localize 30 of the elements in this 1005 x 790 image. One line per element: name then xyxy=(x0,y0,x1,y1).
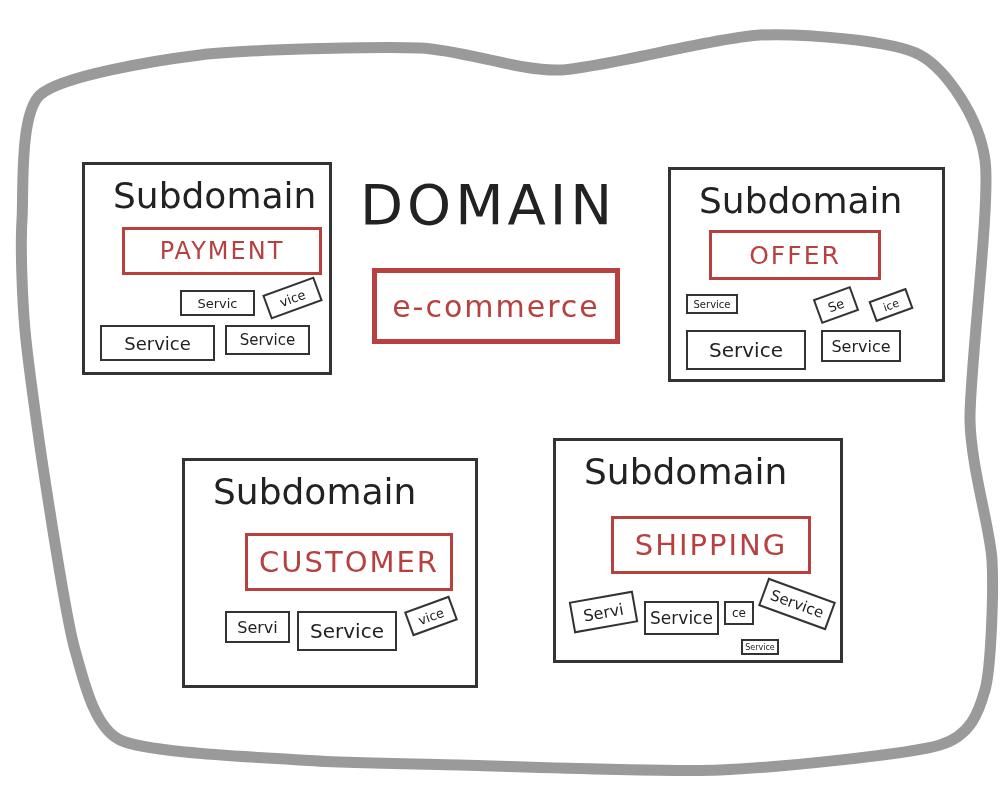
domain-name-label: e-commerce xyxy=(372,268,620,344)
service-card: Servi xyxy=(568,590,639,634)
subdomain-heading: Subdomain xyxy=(584,451,788,492)
service-card: Service xyxy=(741,639,779,655)
subdomain-panel xyxy=(668,167,945,382)
service-card: Service xyxy=(644,601,719,635)
subdomain-name-label: PAYMENT xyxy=(122,227,322,275)
subdomain-name-label: SHIPPING xyxy=(611,516,811,574)
service-card: Se xyxy=(812,285,860,325)
service-card: ice xyxy=(868,287,914,323)
subdomain-panel xyxy=(182,458,478,688)
service-card: Service xyxy=(100,325,215,361)
service-card: vice xyxy=(262,276,323,320)
subdomain-heading: Subdomain xyxy=(113,175,317,216)
service-card: Servi xyxy=(225,611,290,643)
subdomain-name-label: OFFER xyxy=(709,230,881,280)
subdomain-name-label: CUSTOMER xyxy=(245,533,453,591)
service-card: Service xyxy=(297,611,397,651)
service-card: Servic xyxy=(180,290,255,316)
domain-title: DOMAIN xyxy=(360,172,617,237)
subdomain-panel xyxy=(553,438,843,663)
service-card: vice xyxy=(404,595,458,637)
subdomain-heading: Subdomain xyxy=(213,471,417,512)
service-card: ce xyxy=(724,601,754,625)
service-card: Service xyxy=(225,325,310,355)
subdomain-panel xyxy=(82,162,332,375)
service-card: Service xyxy=(686,330,806,370)
subdomain-heading: Subdomain xyxy=(699,180,903,221)
service-card: Service xyxy=(686,294,738,314)
service-card: Service xyxy=(821,330,901,362)
